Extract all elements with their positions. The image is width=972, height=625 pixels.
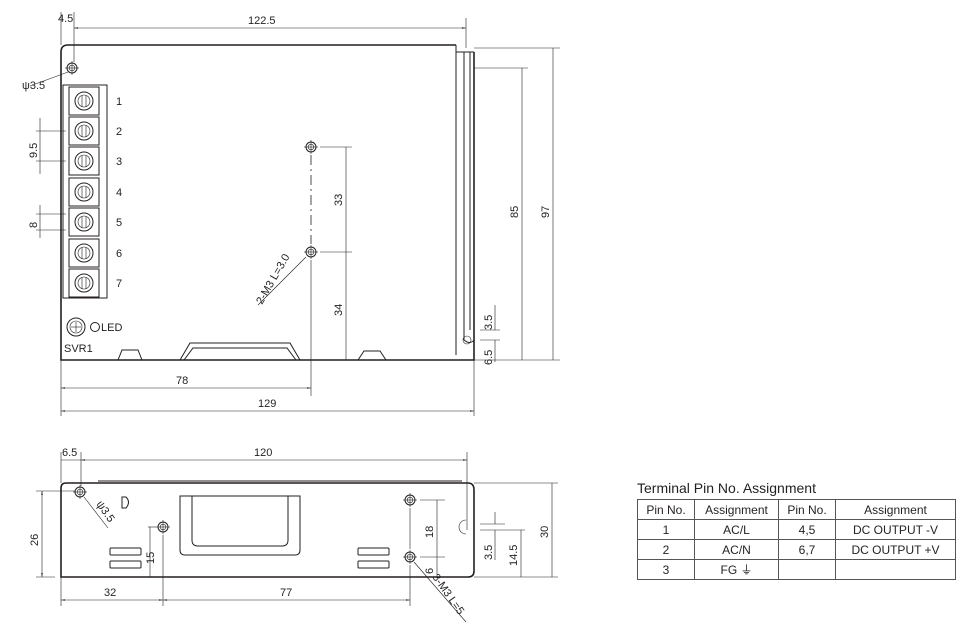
potentiometer-icon	[66, 317, 86, 337]
dim-4.5: 4.5	[58, 13, 73, 25]
dim-9.5: 9.5	[28, 143, 40, 158]
cell: DC OUTPUT +V	[835, 539, 956, 560]
cell: 1	[637, 519, 695, 540]
top-view: ψ3.5 1 2 3 4 5 6 7 LED SVR1 9.5 8 4.5 12…	[22, 12, 560, 416]
terminal-label: 5	[116, 217, 122, 229]
mounting-hole-icon	[155, 519, 171, 535]
mount-screw-label: 3-M3 L=5	[430, 572, 467, 617]
top-view-outline	[60, 44, 475, 361]
cell: 4,5	[778, 519, 836, 540]
mounting-hole-icon	[402, 549, 418, 565]
dim-30: 30	[539, 526, 551, 538]
pin-table-title: Terminal Pin No. Assignment	[637, 480, 816, 496]
dim-14.5: 14.5	[508, 545, 520, 566]
heatsink-bracket	[455, 45, 475, 355]
dim-6.5: 6.5	[62, 447, 77, 459]
cell: 2	[637, 539, 695, 560]
header-cell: Assignment	[694, 499, 779, 520]
cell: 3	[637, 559, 695, 580]
cell: 6,7	[778, 539, 836, 560]
dim-33: 33	[333, 194, 345, 206]
dim-3.5: 3.5	[483, 315, 495, 330]
led-icon	[90, 322, 100, 332]
front-view: ψ3.5 6.5 120 26 15 18 6 3-M3 L=5 32 77	[29, 447, 558, 623]
dim-26: 26	[29, 534, 41, 546]
side-notch	[458, 519, 467, 535]
cell: DC OUTPUT -V	[835, 519, 956, 540]
front-view-outline	[60, 482, 475, 578]
mounting-hole-icon	[303, 139, 319, 155]
header-cell: Assignment	[835, 499, 956, 520]
dim-6.5: 6.5	[483, 350, 495, 365]
terminal-block	[62, 84, 108, 299]
window	[179, 495, 301, 556]
mount-screw-label: 2-M3 L=3.0	[254, 252, 292, 306]
cell: FG ⏚	[694, 559, 779, 580]
dim-32: 32	[104, 587, 116, 599]
dim-6: 6	[424, 568, 436, 574]
mounting-hole-icon	[303, 244, 319, 260]
mounting-hole-icon	[402, 492, 418, 508]
dim-18: 18	[424, 526, 436, 538]
dim-3.5: 3.5	[483, 545, 495, 560]
terminal-label: 1	[116, 96, 122, 108]
table-header-row: Pin No. Assignment Pin No. Assignment	[637, 499, 956, 520]
terminal-label: 4	[116, 187, 122, 199]
terminals	[68, 86, 100, 298]
cell: AC/N	[694, 539, 779, 560]
dim-8: 8	[28, 222, 40, 228]
dim-97: 97	[540, 206, 552, 218]
terminal-label: 7	[116, 278, 122, 290]
header-cell: Pin No.	[778, 499, 836, 520]
terminal-label: 2	[116, 126, 122, 138]
header-cell: Pin No.	[637, 499, 695, 520]
dim-120: 120	[254, 447, 272, 459]
terminal-label: 6	[116, 248, 122, 260]
mounting-hole-icon	[72, 484, 88, 500]
dim-122.5: 122.5	[248, 15, 276, 27]
d-marker	[121, 496, 129, 509]
dim-15: 15	[145, 552, 157, 564]
hole-diameter-label: ψ3.5	[94, 499, 117, 525]
hole-diameter-label: ψ3.5	[22, 80, 45, 92]
dim-85: 85	[509, 206, 521, 218]
cell: AC/L	[694, 519, 779, 540]
terminal-label: 3	[116, 156, 122, 168]
cell	[835, 559, 956, 580]
svr-label: SVR1	[64, 343, 93, 355]
led-label: LED	[101, 322, 122, 334]
dim-129: 129	[258, 398, 276, 410]
cell	[778, 559, 836, 580]
dim-78: 78	[176, 375, 188, 387]
mounting-hole-icon	[64, 60, 80, 76]
dim-77: 77	[280, 587, 292, 599]
dim-34: 34	[333, 304, 345, 316]
